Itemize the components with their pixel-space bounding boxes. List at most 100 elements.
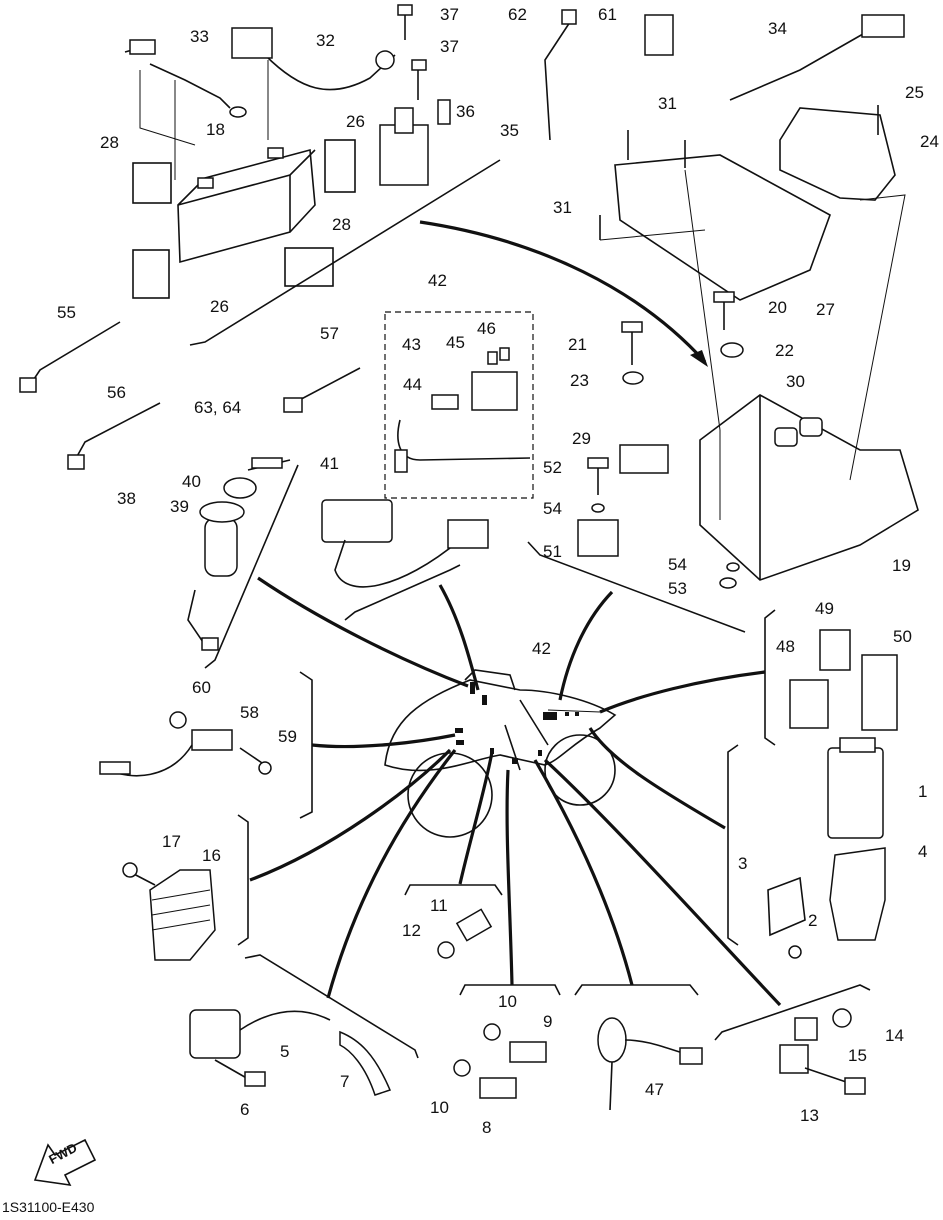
part-label: 58 xyxy=(240,703,259,722)
part-label: 34 xyxy=(768,19,787,38)
battery-group-bracket xyxy=(189,159,501,346)
part-label: 31 xyxy=(658,94,677,113)
ignition-coil-5 xyxy=(189,1009,331,1087)
part-label: 55 xyxy=(57,303,76,322)
coil-group-bracket xyxy=(244,954,419,1059)
part-label: 48 xyxy=(776,637,795,656)
battery-pad-28a xyxy=(132,162,172,204)
indicator-light-41 xyxy=(321,499,489,588)
bracket-3 xyxy=(767,876,806,937)
line-ecu xyxy=(588,727,726,830)
ecu-holder-4 xyxy=(829,847,886,941)
part-label: 39 xyxy=(170,497,189,516)
relay-48 xyxy=(789,679,829,729)
arrow-head xyxy=(690,350,708,367)
part-label: 49 xyxy=(815,599,834,618)
part-label: 14 xyxy=(885,1026,904,1045)
line-sensor13 xyxy=(543,758,782,1007)
line-relay xyxy=(599,670,766,714)
starter-relay-35 xyxy=(379,107,429,186)
battery-cable-32 xyxy=(264,54,396,91)
relay-group-bracket xyxy=(764,609,776,746)
part-label: 4 xyxy=(918,842,928,861)
fuse-36 xyxy=(437,99,451,125)
line-gear11 xyxy=(458,751,494,885)
ecu-group-bracket xyxy=(727,744,739,946)
fuse-group-box xyxy=(384,311,534,499)
part-label: 1 xyxy=(918,782,928,801)
harness-34 xyxy=(729,29,871,101)
part-label: 35 xyxy=(500,121,519,140)
part-label: 44 xyxy=(403,375,422,394)
clamp-61 xyxy=(644,14,674,56)
line-ignition xyxy=(257,576,469,688)
part-label: 59 xyxy=(278,727,297,746)
battery-part-18 xyxy=(177,147,316,264)
part-label: 29 xyxy=(572,429,591,448)
switch-group-bracket xyxy=(459,984,561,996)
part-label: 22 xyxy=(775,341,794,360)
line-indicator xyxy=(438,584,480,691)
washer-54a xyxy=(591,503,605,513)
part-label: 3 xyxy=(738,854,748,873)
pad-29 xyxy=(619,444,669,474)
part-label: 17 xyxy=(162,832,181,851)
part-label: 63, 64 xyxy=(194,398,242,417)
main-switch-38 xyxy=(187,457,291,651)
bracket-27 xyxy=(614,154,831,301)
part-label: 32 xyxy=(316,31,335,50)
relay-50 xyxy=(861,654,898,731)
part-label: 33 xyxy=(190,27,209,46)
part-label: 6 xyxy=(240,1100,250,1119)
drawing-code: 1S31100-E430 xyxy=(2,1199,95,1215)
washer-22 xyxy=(720,342,744,358)
part-label: 61 xyxy=(598,5,617,24)
part-label: 40 xyxy=(182,472,201,491)
sidestand-group-bracket xyxy=(574,984,699,996)
part-label: 47 xyxy=(645,1080,664,1099)
part-label: 19 xyxy=(892,556,911,575)
part-label: 42 xyxy=(428,271,447,290)
part-label: 20 xyxy=(768,298,787,317)
part-label: 57 xyxy=(320,324,339,343)
battery-pad-28b xyxy=(284,247,334,287)
ignition-group-bracket xyxy=(204,464,299,669)
sidestand-switch-47 xyxy=(597,1017,703,1111)
cable-tie-56 xyxy=(74,402,161,461)
sensor-13 xyxy=(779,1008,866,1095)
motorcycle-outline xyxy=(384,669,617,838)
line-switch xyxy=(505,769,514,986)
screw-2 xyxy=(788,945,802,959)
part-label: 25 xyxy=(905,83,924,102)
sensor-58 xyxy=(99,711,272,777)
part-label: 28 xyxy=(332,215,351,234)
part-label: 10 xyxy=(430,1098,449,1117)
part-label: 24 xyxy=(920,132,939,151)
part-label: 27 xyxy=(816,300,835,319)
gear-position-sensor-11 xyxy=(437,908,493,959)
line-sensor58 xyxy=(311,733,456,749)
part-label: 10 xyxy=(498,992,517,1011)
part-label: 28 xyxy=(100,133,119,152)
nut-53 xyxy=(719,577,737,589)
ecu-1 xyxy=(827,737,884,839)
indicator-group-bracket xyxy=(344,564,461,621)
fwd-arrow xyxy=(33,1138,97,1187)
part-label: 7 xyxy=(340,1072,350,1091)
part-label: 53 xyxy=(668,579,687,598)
part-label: 51 xyxy=(543,542,562,561)
part-label: 52 xyxy=(543,458,562,477)
part-label: 11 xyxy=(430,896,448,915)
rectifier-regulator-16 xyxy=(122,862,216,961)
part-label: 37 xyxy=(440,37,459,56)
part-label: 45 xyxy=(446,333,465,352)
cable-32-terminal xyxy=(231,27,273,59)
part-label: 56 xyxy=(107,383,126,402)
battery-pad-26b xyxy=(132,249,170,299)
part-label: 62 xyxy=(508,5,527,24)
line-rectifier xyxy=(249,748,452,882)
collar-23 xyxy=(622,371,644,385)
line-battery-to-tray xyxy=(419,220,707,364)
relay-49 xyxy=(819,629,851,671)
part-label: 8 xyxy=(482,1118,492,1137)
